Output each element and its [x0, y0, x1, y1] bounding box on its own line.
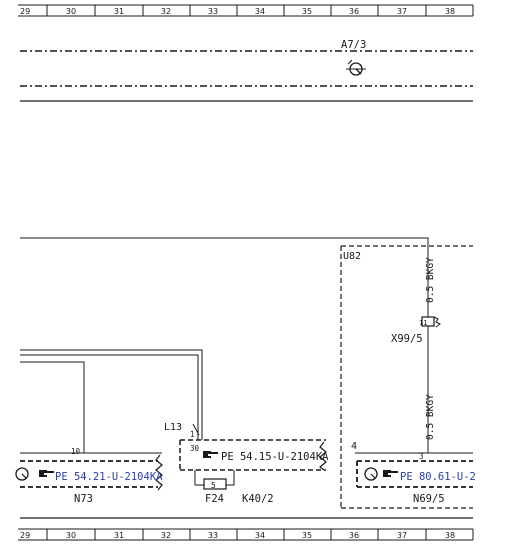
f24-fuse: 5 F24 — [194, 470, 235, 505]
x99-5-connector: 11 — [419, 316, 441, 330]
n69-5-label: N69/5 — [413, 493, 445, 505]
n69-5-pin-label: 3 — [419, 452, 424, 461]
ruler-col-29: 29 — [20, 7, 30, 16]
ruler-bottom-col-35: 35 — [302, 531, 312, 540]
u82-label: U82 — [343, 251, 361, 262]
n73-reference-link[interactable]: PE 54.21-U-2104KA — [55, 471, 163, 483]
pointing-hand-icon — [39, 470, 54, 477]
wire-color-upper: 0.5 BKGY — [425, 257, 436, 303]
ruler-col-31: 31 — [114, 7, 124, 16]
ground-connector-icon — [346, 59, 366, 76]
k40-reference-link[interactable]: PE 54.15-U-2104KA — [221, 451, 329, 463]
ruler-bottom-col-34: 34 — [255, 531, 265, 540]
x99-5-pin-label: 11 — [419, 319, 427, 327]
ruler-bottom-col-38: 38 — [445, 531, 455, 540]
k40-2-label: K40/2 — [242, 493, 274, 505]
f24-pin-label: 5 — [211, 481, 216, 490]
l13-wires: L13 — [20, 349, 203, 453]
a7-3-component: A7/3 — [20, 39, 473, 102]
n69-5-component: 4 3 PE 80.61-U-2 N69/5 — [351, 441, 476, 505]
u82-pin-4-label: 4 — [351, 441, 357, 452]
ground-connector-icon — [15, 467, 29, 481]
wire-color-lower: 0.5 BKGY — [425, 394, 436, 440]
f24-label: F24 — [205, 493, 224, 505]
pointing-hand-icon — [383, 470, 398, 477]
ruler-col-33: 33 — [208, 7, 218, 16]
ruler-col-36: 36 — [349, 7, 359, 16]
u82-box: U82 — [340, 245, 473, 509]
k40-2-component: 1 30 PE 54.15-U-2104KA K40/2 — [179, 430, 329, 505]
ruler-col-37: 37 — [397, 7, 407, 16]
ground-connector-icon — [364, 467, 378, 481]
n73-component: 10 PE 54.21-U-2104KA N73 — [15, 447, 163, 505]
top-ruler: 29 30 31 32 33 34 35 36 37 38 — [18, 4, 474, 17]
pointing-hand-icon — [203, 451, 218, 458]
x99-5-label: X99/5 — [391, 333, 423, 345]
ruler-col-34: 34 — [255, 7, 265, 16]
ruler-bottom-col-30: 30 — [66, 531, 76, 540]
ruler-bottom-col-36: 36 — [349, 531, 359, 540]
l13-label: L13 — [164, 422, 182, 433]
l13-pin-1-label: 1 — [190, 430, 195, 439]
ruler-bottom-col-29: 29 — [20, 531, 30, 540]
ruler-bottom-col-31: 31 — [114, 531, 124, 540]
ruler-bottom-col-32: 32 — [161, 531, 171, 540]
ruler-col-32: 32 — [161, 7, 171, 16]
n73-label: N73 — [74, 493, 93, 505]
u82-wire-top — [20, 237, 429, 262]
ruler-col-38: 38 — [445, 7, 455, 16]
a7-3-label: A7/3 — [341, 39, 366, 51]
n73-pin-label: 10 — [71, 447, 81, 456]
bottom-ruler: 29 30 31 32 33 34 35 36 37 38 — [18, 528, 474, 541]
ruler-col-30: 30 — [66, 7, 76, 16]
ruler-bottom-col-33: 33 — [208, 531, 218, 540]
ruler-bottom-col-37: 37 — [397, 531, 407, 540]
ruler-col-35: 35 — [302, 7, 312, 16]
l13-pin-30-label: 30 — [190, 444, 200, 453]
n69-reference-link[interactable]: PE 80.61-U-2 — [400, 471, 476, 483]
x99-5-wire: 0.5 BKGY 11 X99/5 0.5 BKGY — [391, 238, 441, 453]
